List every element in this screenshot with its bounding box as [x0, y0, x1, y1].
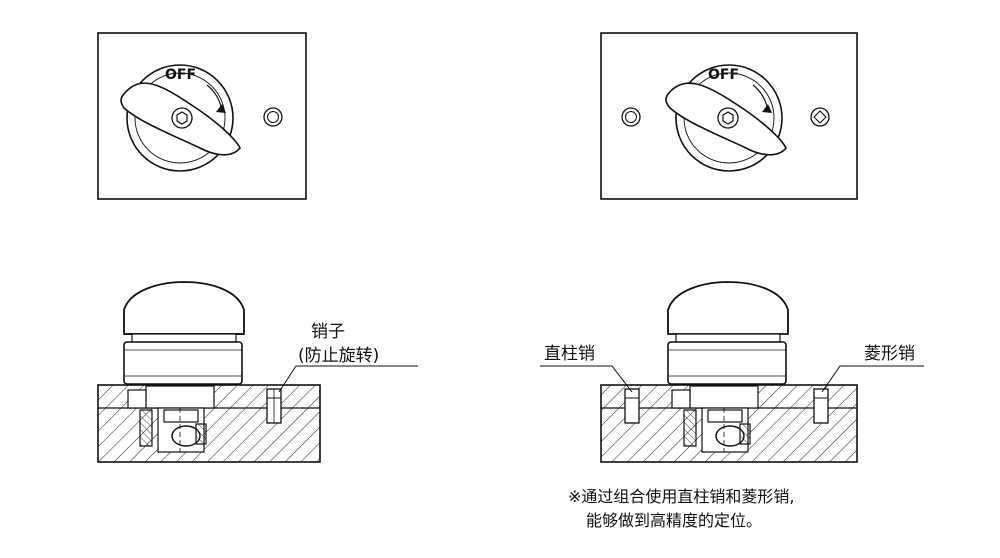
off-label: OFF: [708, 67, 739, 83]
note-line-2: 能够做到高精度的定位。: [586, 511, 762, 530]
knob-housing: [667, 341, 787, 385]
top-left-panel-view: OFF: [97, 32, 307, 200]
straight-pin-top-view: [621, 107, 641, 127]
pin-leader-line: [278, 365, 418, 393]
pin-anti-rotation-label: (防止旋转): [298, 346, 379, 366]
knob-cap: [667, 281, 789, 335]
hex-socket-screw: [171, 107, 193, 129]
pin-label: 销子: [311, 322, 345, 342]
bottom-left-section-view: 销子 (防止旋转): [97, 281, 418, 463]
knob-housing: [123, 341, 243, 385]
top-right-panel-view: OFF: [600, 32, 858, 200]
diamond-pin-leader-line: [821, 365, 924, 393]
diamond-pin-section: [813, 388, 829, 424]
bottom-right-section-view: 直柱销 菱形销: [540, 281, 924, 463]
knob-cap: [123, 281, 245, 335]
pin-top-view: [263, 107, 283, 127]
straight-pin-section: [624, 388, 640, 424]
note-line-1: ※通过组合使用直柱销和菱形销,: [568, 487, 795, 506]
diamond-pin-top-view: [810, 107, 830, 127]
off-label: OFF: [165, 67, 196, 83]
hex-socket-screw: [717, 107, 739, 129]
straight-pin-label: 直柱销: [544, 344, 595, 364]
diamond-pin-label: 菱形销: [864, 344, 915, 364]
straight-pin-leader-line: [540, 365, 633, 393]
